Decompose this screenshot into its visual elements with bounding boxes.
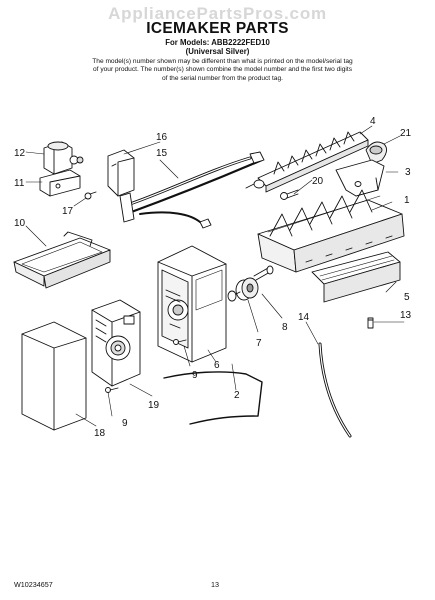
callout-21: 21 (400, 128, 412, 139)
document-number: W10234657 (14, 580, 53, 589)
callout-10: 10 (14, 218, 26, 229)
part-19-module (91, 299, 141, 387)
callout-9a: 9 (192, 370, 198, 381)
callout-6: 6 (214, 360, 220, 371)
color-line: (Universal Silver) (185, 47, 250, 56)
watermark: AppliancePartsPros.com (108, 4, 327, 23)
callout-17: 17 (62, 206, 74, 217)
callout-13: 13 (400, 310, 412, 321)
callout-7: 7 (256, 338, 262, 349)
page-number: 13 (211, 580, 219, 589)
callout-12: 12 (14, 148, 26, 159)
callouts: 1 2 3 4 5 6 7 8 9 9 10 11 12 13 14 15 16… (14, 116, 412, 439)
part-14-tube (318, 342, 352, 438)
part-15-harness (119, 151, 265, 229)
part-shaft (253, 265, 274, 281)
callout-1: 1 (404, 195, 410, 206)
callout-8: 8 (282, 322, 288, 333)
page-title: ICEMAKER PARTS (146, 20, 289, 37)
part-6-housing (157, 245, 227, 363)
callout-4: 4 (370, 116, 376, 127)
callout-18: 18 (94, 428, 106, 439)
part-18-cover (21, 321, 87, 431)
models-line: For Models: ABB2222FED10 (165, 38, 270, 47)
part-7-coupler (227, 290, 241, 302)
callout-19: 19 (148, 400, 160, 411)
callout-20: 20 (312, 176, 324, 187)
part-13-pin (367, 317, 374, 329)
callout-9b: 9 (122, 418, 128, 429)
part-9-screw-upper (173, 339, 187, 345)
part-8-gear (235, 277, 259, 301)
callout-14: 14 (298, 312, 310, 323)
part-1-ice-mold (257, 189, 405, 273)
part-11-bracket (39, 169, 81, 197)
callout-2: 2 (234, 390, 240, 401)
leader-lines (25, 125, 405, 427)
callout-11: 11 (14, 178, 25, 189)
callout-5: 5 (404, 292, 410, 303)
callout-16: 16 (156, 132, 168, 143)
part-3-cover (335, 159, 385, 197)
part-16-cover (107, 149, 135, 197)
callout-3: 3 (405, 167, 411, 178)
callout-15: 15 (156, 148, 168, 159)
part-10-bin (13, 231, 111, 289)
part-9-screw-lower (105, 387, 119, 393)
part-2-wire-arm (163, 371, 263, 425)
part-21-bearing (365, 141, 387, 165)
part-4-ejector (245, 131, 369, 193)
part-20-screw (280, 189, 299, 200)
description: The model(s) number shown may be differe… (92, 58, 353, 82)
part-17-screw (84, 191, 97, 200)
part-12-valve (43, 141, 84, 175)
part-5-stripper (311, 251, 401, 303)
